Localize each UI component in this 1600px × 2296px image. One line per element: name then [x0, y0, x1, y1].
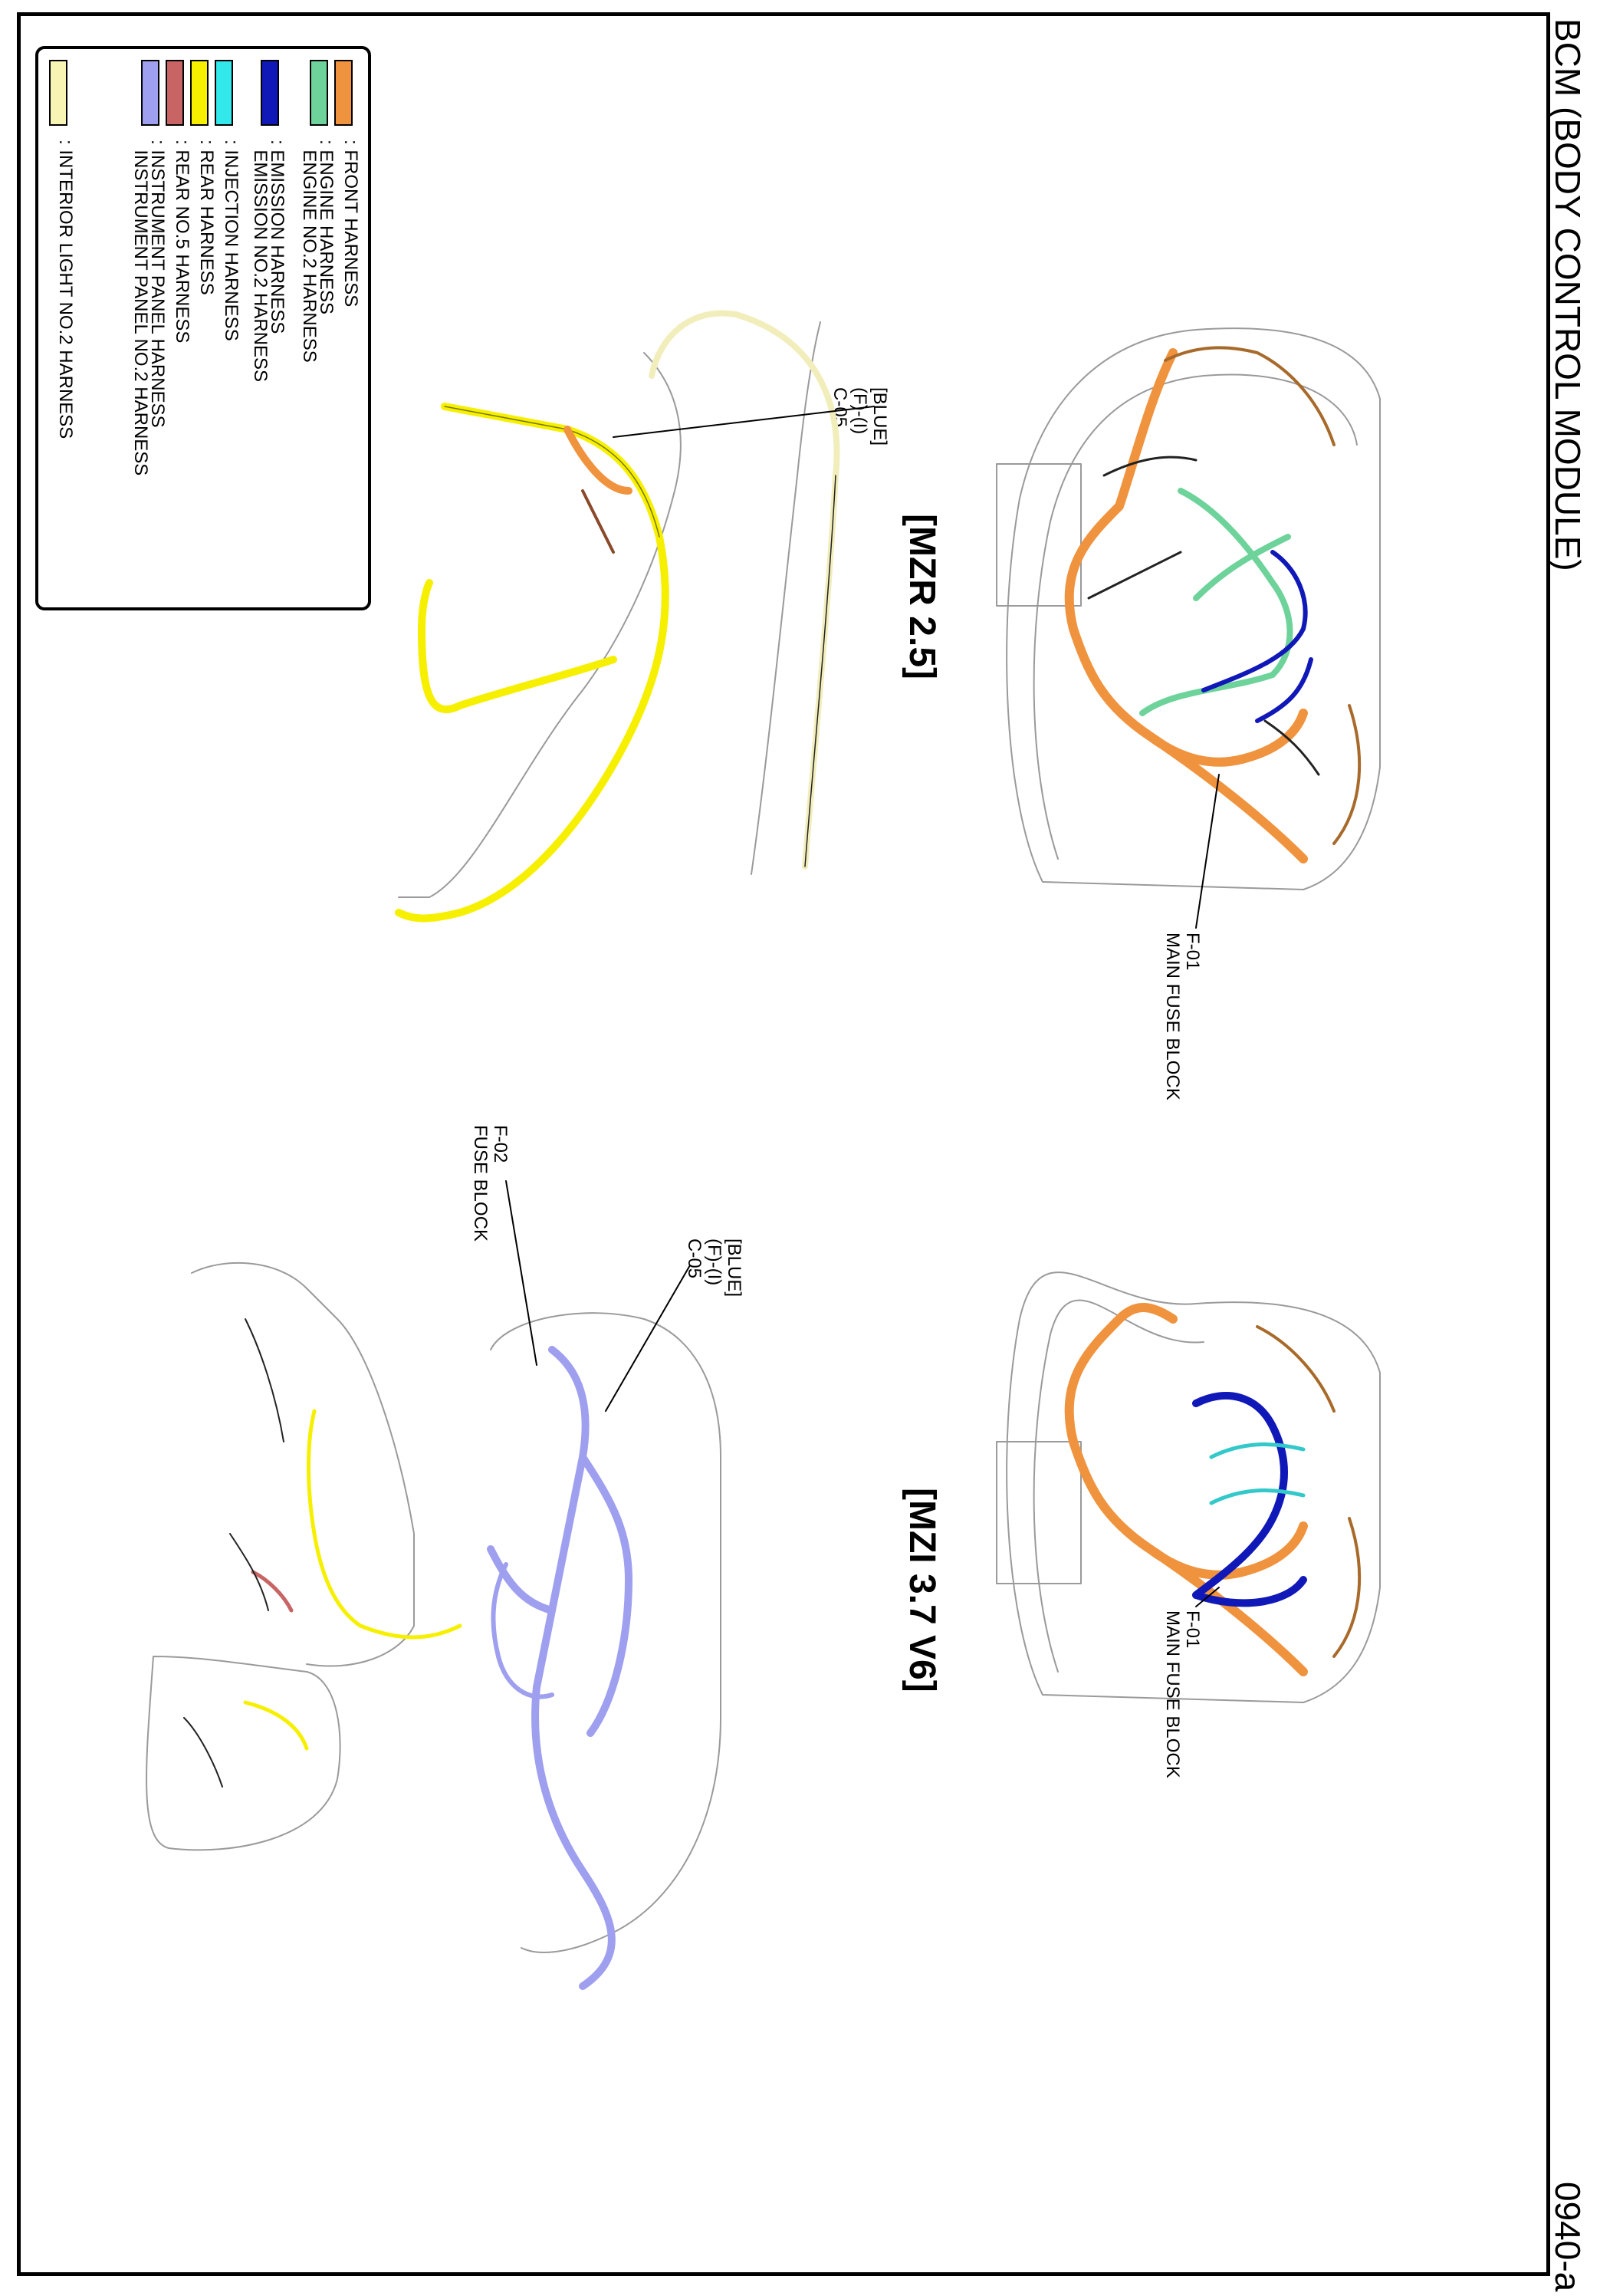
- mzr-battery-box: [996, 463, 1082, 607]
- mzr-interior-light-harness: [649, 310, 840, 870]
- mzi-bay-outline: [1006, 1271, 1381, 1703]
- mzi-front-harness-brown: [1256, 1325, 1362, 1658]
- legend-swatch-engine: [310, 60, 328, 126]
- mzr-emission-harness: [1201, 550, 1313, 723]
- mzr-bay-outline: [1006, 327, 1381, 890]
- mzr-interior: [395, 310, 875, 923]
- legend-swatch-rear: [190, 60, 209, 126]
- ip-instrument-harness: [487, 1346, 632, 1990]
- mzr-rear-harness-edge: [444, 406, 660, 538]
- legend-swatch-instrument: [141, 60, 159, 126]
- mzi-emission-harness: [1192, 1392, 1307, 1607]
- mzr-main-fuse-leader: [1195, 774, 1220, 929]
- mzr-front-harness: [1064, 348, 1308, 863]
- mzr-front-harness-interior: [563, 426, 632, 495]
- mzr-dark-wires: [1087, 456, 1320, 776]
- instrument-panel: [146, 1180, 721, 1990]
- legend-swatch-interior: [49, 60, 67, 126]
- mzr-engine-bay: [996, 327, 1381, 929]
- harness-legend: : FRONT HARNESS : ENGINE HARNESS ENGINE …: [35, 46, 371, 610]
- mzi-battery-box: [996, 1441, 1082, 1584]
- mzi-bay-inner-outline: [1033, 1299, 1204, 1673]
- mzr-dash-outline: [398, 352, 682, 898]
- mzr-front-harness-interior-dark: [581, 489, 615, 554]
- legend-swatch-injection: [215, 60, 233, 126]
- mzr-rear-harness: [395, 403, 669, 923]
- legend-swatch-rear-no5: [166, 60, 184, 126]
- mzr-interior-light-harness-edge: [804, 475, 836, 867]
- legend-swatch-emission: [261, 60, 279, 126]
- mzr-front-harness-brown: [1164, 346, 1362, 845]
- ip-dark-wires: [183, 1318, 284, 1788]
- ip-rear-harness: [243, 1409, 462, 1751]
- mzr-bay-inner-outline: [1033, 373, 1358, 860]
- ip-console-outline: [191, 1261, 415, 1667]
- ip-instrument-harness-2: [491, 1562, 554, 1699]
- ip-fuse-block-leader: [505, 1180, 537, 1366]
- mzi-main-fuse-leader: [1195, 1587, 1220, 1607]
- mzr-bcm-leader: [613, 406, 875, 438]
- mzi-engine-bay: [996, 1271, 1381, 1703]
- legend-swatch-front: [334, 60, 353, 126]
- page-frame: [17, 12, 1550, 2276]
- mzi-injection-harness: [1209, 1442, 1306, 1505]
- ip-rear-no5-harness: [251, 1570, 294, 1613]
- ip-dash-outline: [490, 1312, 721, 1953]
- mzr-engine-harness: [1139, 488, 1293, 716]
- ip-bcm-leader: [605, 1265, 691, 1412]
- ip-seat-outline: [146, 1656, 341, 1851]
